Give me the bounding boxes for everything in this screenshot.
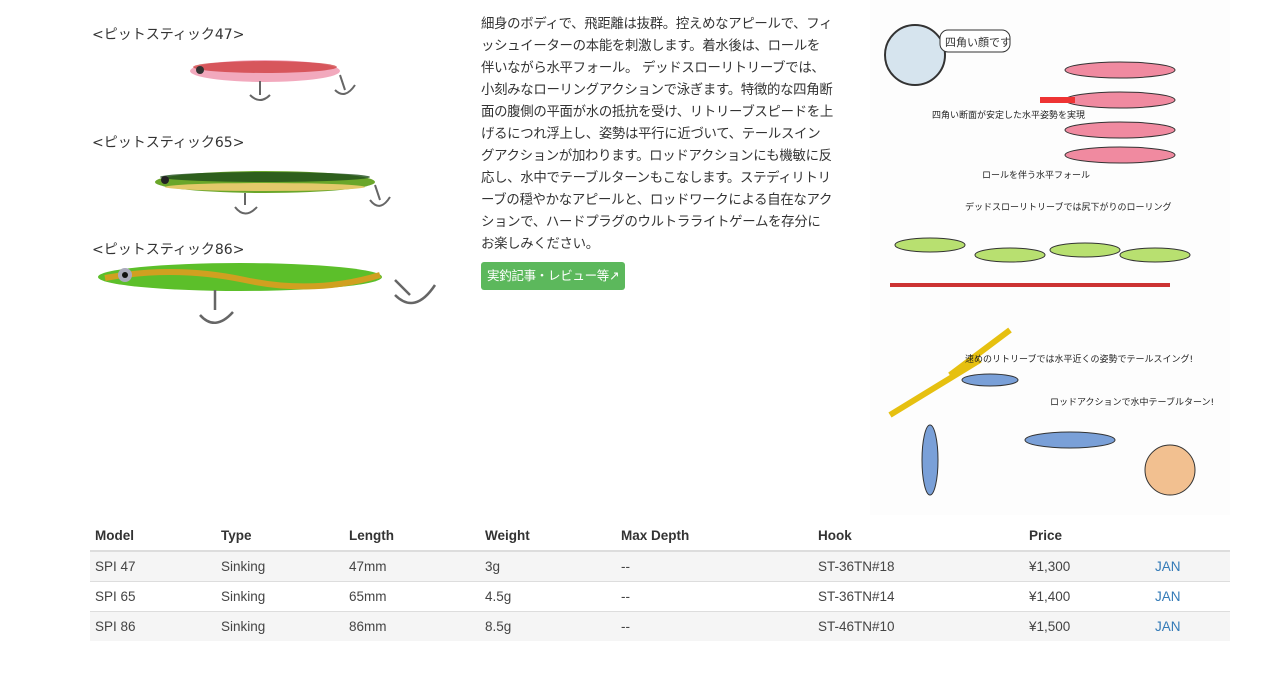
cell-model: SPI 65 <box>90 581 216 612</box>
col-jan <box>1150 521 1230 552</box>
jan-link[interactable]: JAN <box>1155 619 1181 634</box>
product-label-65: <ピットスティック65> <box>92 135 245 151</box>
product-label-47: <ピットスティック47> <box>92 27 245 43</box>
cell-model: SPI 47 <box>90 550 216 582</box>
jan-link[interactable]: JAN <box>1155 589 1181 604</box>
col-hook: Hook <box>813 521 1024 552</box>
illustration-caption: ロッドアクションで水中テーブルターン! <box>1050 396 1214 408</box>
cell-type: Sinking <box>216 611 344 641</box>
lure-image-47 <box>190 60 356 101</box>
table-header-row: Model Type Length Weight Max Depth Hook … <box>90 521 1230 552</box>
product-description: 細身のボディで、飛距離は抜群。控えめなアピールで、フィッシュイーターの本能を刺激… <box>481 17 833 252</box>
cell-price: ¥1,300 <box>1024 550 1150 582</box>
col-max-depth: Max Depth <box>616 521 813 552</box>
cell-hook: ST-46TN#10 <box>813 611 1024 641</box>
illustration-caption: ロールを伴う水平フォール <box>982 169 1090 181</box>
review-link-button[interactable]: 実釣記事・レビュー等↗ <box>481 262 626 290</box>
cell-depth: -- <box>616 581 813 612</box>
cell-length: 47mm <box>344 550 480 582</box>
cell-weight: 8.5g <box>480 611 616 641</box>
cell-hook: ST-36TN#18 <box>813 550 1024 582</box>
cell-type: Sinking <box>216 581 344 612</box>
col-price: Price <box>1024 521 1150 552</box>
cell-weight: 4.5g <box>480 581 616 612</box>
cell-length: 65mm <box>344 581 480 612</box>
lure-image-86 <box>98 263 437 324</box>
cell-price: ¥1,500 <box>1024 611 1150 641</box>
review-button-label: 実釣記事・レビュー等 <box>487 268 610 283</box>
product-label-86: <ピットスティック86> <box>92 242 245 258</box>
external-link-icon: ↗ <box>609 268 620 283</box>
illustration-caption: 四角い断面が安定した水平姿勢を実現 <box>932 109 1085 121</box>
col-length: Length <box>344 521 480 552</box>
lure-image-65 <box>155 171 391 215</box>
illustration-caption: 四角い顔です <box>945 35 1011 49</box>
illustration-caption: デッドスローリトリーブでは尻下がりのローリング <box>965 201 1171 213</box>
col-model: Model <box>90 521 216 552</box>
jan-link[interactable]: JAN <box>1155 559 1181 574</box>
cell-hook: ST-36TN#14 <box>813 581 1024 612</box>
col-type: Type <box>216 521 344 552</box>
cell-weight: 3g <box>480 550 616 582</box>
product-description-block: 細身のボディで、飛距離は抜群。控えめなアピールで、フィッシュイーターの本能を刺激… <box>481 14 833 290</box>
cell-type: Sinking <box>216 550 344 582</box>
cell-depth: -- <box>616 611 813 641</box>
cell-length: 86mm <box>344 611 480 641</box>
illustration-caption: 速めのリトリーブでは水平近くの姿勢でテールスイング! <box>965 353 1193 365</box>
cell-price: ¥1,400 <box>1024 581 1150 612</box>
col-weight: Weight <box>480 521 616 552</box>
cell-model: SPI 86 <box>90 611 216 641</box>
cell-depth: -- <box>616 550 813 582</box>
action-illustration: 四角い顔です 四角い断面が安定した水平姿勢を実現 ロールを伴う水平フォール デッ… <box>870 0 1230 515</box>
spec-table: Model Type Length Weight Max Depth Hook … <box>90 521 1230 641</box>
